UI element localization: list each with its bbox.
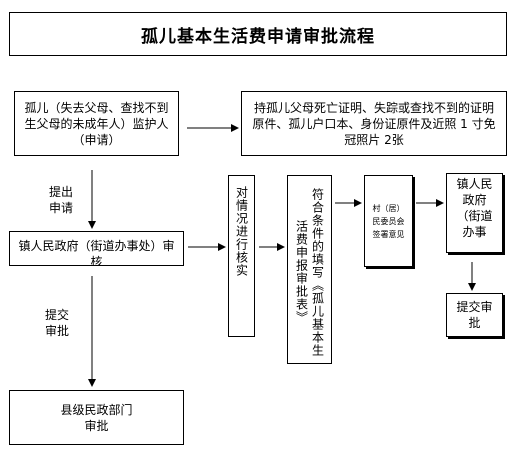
apply-label: 提出申请 — [46, 184, 76, 216]
submit-label: 提交审批 — [42, 307, 72, 339]
submit-approval-text: 提交审批 — [456, 300, 493, 330]
eligible-form-box: 符合条件的填写《孤儿基本生活费申报审批表》 — [287, 175, 332, 364]
eligible-form-text: 符合条件的填写《孤儿基本生活费申报审批表》 — [294, 187, 325, 357]
submit-label-text: 提交审批 — [44, 308, 69, 338]
submit-approval-box: 提交审批 — [446, 293, 503, 337]
guardian-box: 孤儿（失去父母、查找不到生父母的未成年人）监护人（申请） — [14, 91, 179, 156]
guardian-text: 孤儿（失去父母、查找不到生父母的未成年人）监护人（申请） — [24, 100, 169, 147]
village-committee-text: 村（居）民委员会签署意见 — [372, 203, 405, 239]
county-approval-text: 县级民政部门审批 — [60, 402, 133, 433]
township-right-box: 镇人民政府（街道办事 — [446, 173, 503, 253]
township-review-box: 镇人民政府（街道办事处）审核 — [9, 231, 184, 266]
documents-box: 持孤儿父母死亡证明、失踪或查找不到的证明原件、孤儿户口本、身份证原件及近照 1 … — [241, 91, 507, 156]
title-text: 孤儿基本生活费申请审批流程 — [141, 26, 375, 47]
verify-box: 对情况进行核实 — [228, 175, 255, 337]
apply-label-text: 提出申请 — [48, 185, 73, 215]
page-title: 孤儿基本生活费申请审批流程 — [9, 12, 507, 56]
township-review-text: 镇人民政府（街道办事处）审核 — [18, 239, 175, 266]
verify-text: 对情况进行核实 — [234, 186, 249, 277]
township-right-text: 镇人民政府（街道办事 — [456, 177, 493, 239]
village-committee-box: 村（居）民委员会签署意见 — [364, 175, 413, 267]
county-approval-box: 县级民政部门审批 — [9, 390, 184, 445]
documents-text: 持孤儿父母死亡证明、失踪或查找不到的证明原件、孤儿户口本、身份证原件及近照 1 … — [252, 100, 496, 147]
